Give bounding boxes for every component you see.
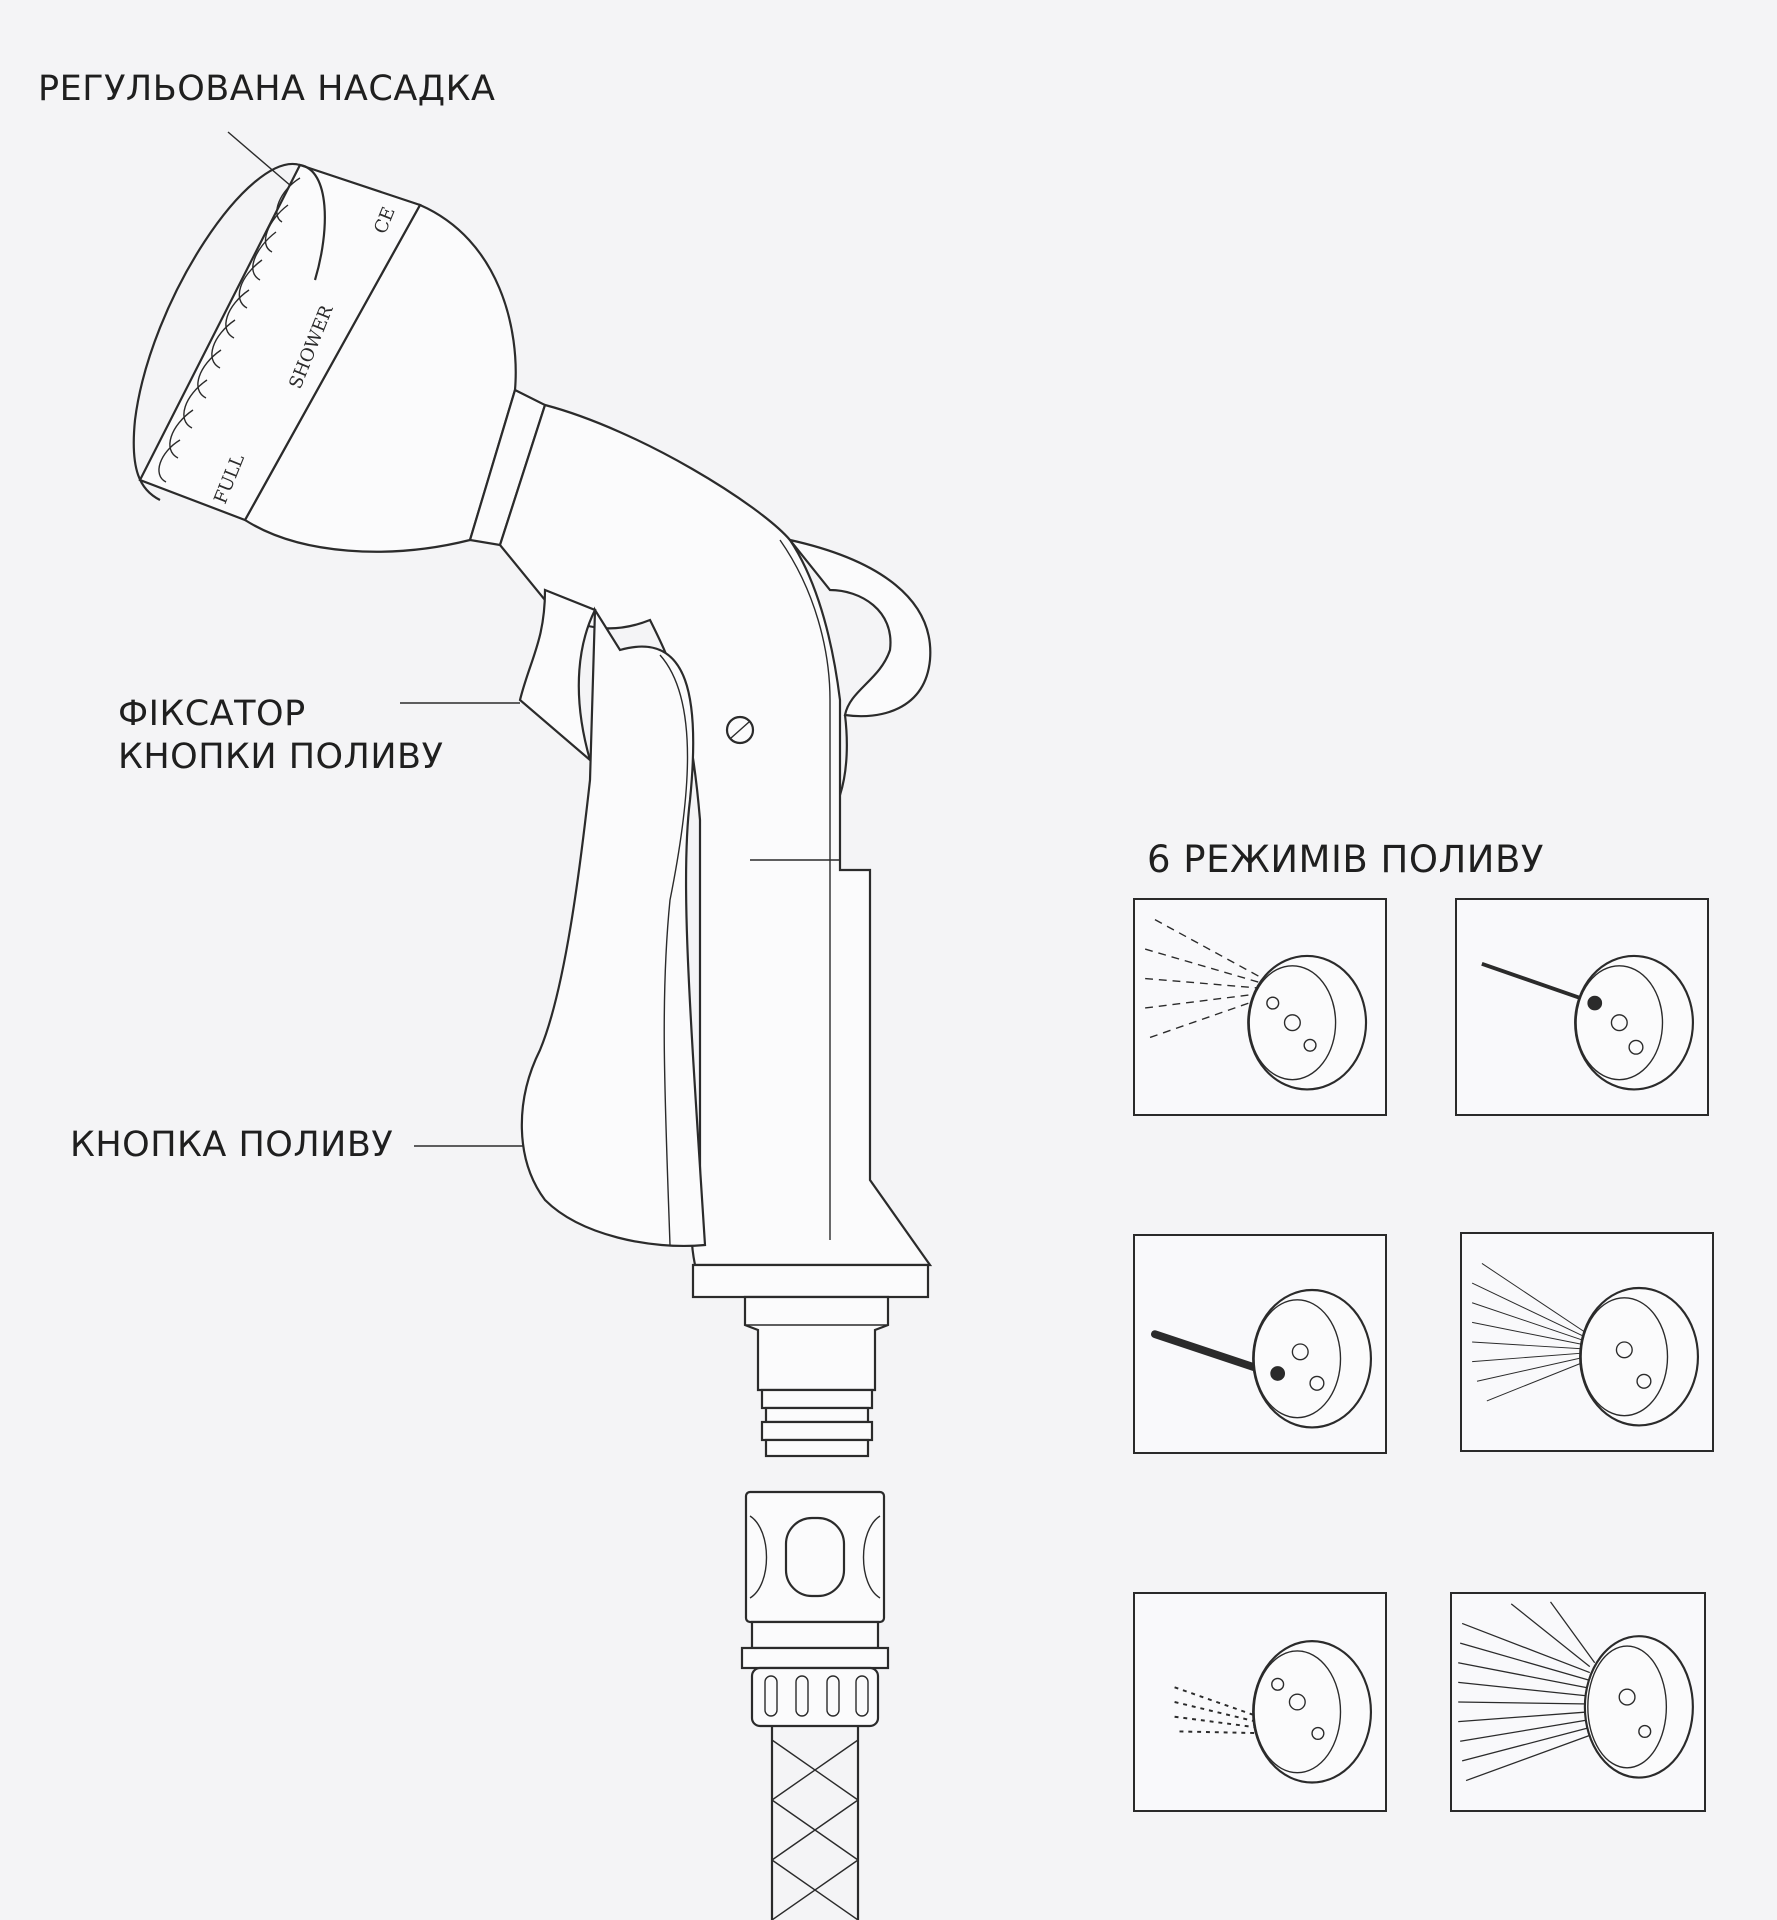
gun-base-flange: [691, 1263, 930, 1299]
trigger-lock: [518, 588, 597, 764]
mist-spray-icon: [1144, 919, 1368, 1091]
adjustable-nozzle-label: РЕГУЛЬОВАНА НАСАДКА: [38, 69, 496, 109]
gun-connector: [743, 1295, 890, 1458]
mode-cone-spray: [1460, 1232, 1714, 1452]
hose-quick-coupler: [740, 1490, 890, 1728]
guard-end: [838, 714, 848, 796]
trigger-guard: [787, 538, 932, 718]
nozzle-head: FULL SHOWER CE: [132, 162, 517, 553]
mode-jet-stream: [1455, 898, 1709, 1116]
soaker-spray-icon: [1174, 1640, 1373, 1784]
mode-mist-spray: [1133, 898, 1387, 1116]
mode-soaker-spray: [1133, 1592, 1387, 1812]
trigger-lock-label: ФІКСАТОР КНОПКИ ПОЛИВУ: [118, 693, 443, 779]
gun-body: [498, 403, 933, 1267]
mode-flat-stream: [1133, 1234, 1387, 1454]
trigger-button: [520, 606, 707, 1248]
trigger-lock-label-line1: ФІКСАТОР: [118, 694, 306, 734]
braided-hose: [770, 1726, 860, 1920]
flat-stream-icon: [1151, 1288, 1373, 1429]
watering-modes-title: 6 РЕЖИМІВ ПОЛИВУ: [1147, 838, 1544, 881]
cone-spray-icon: [1471, 1263, 1700, 1427]
jet-stream-icon: [1481, 954, 1695, 1091]
trigger-lock-label-line2: КНОПКИ ПОЛИВУ: [118, 737, 444, 777]
mode-full-shower: [1450, 1592, 1706, 1812]
trigger-button-label: КНОПКА ПОЛИВУ: [70, 1125, 394, 1165]
full-shower-icon: [1458, 1601, 1694, 1782]
